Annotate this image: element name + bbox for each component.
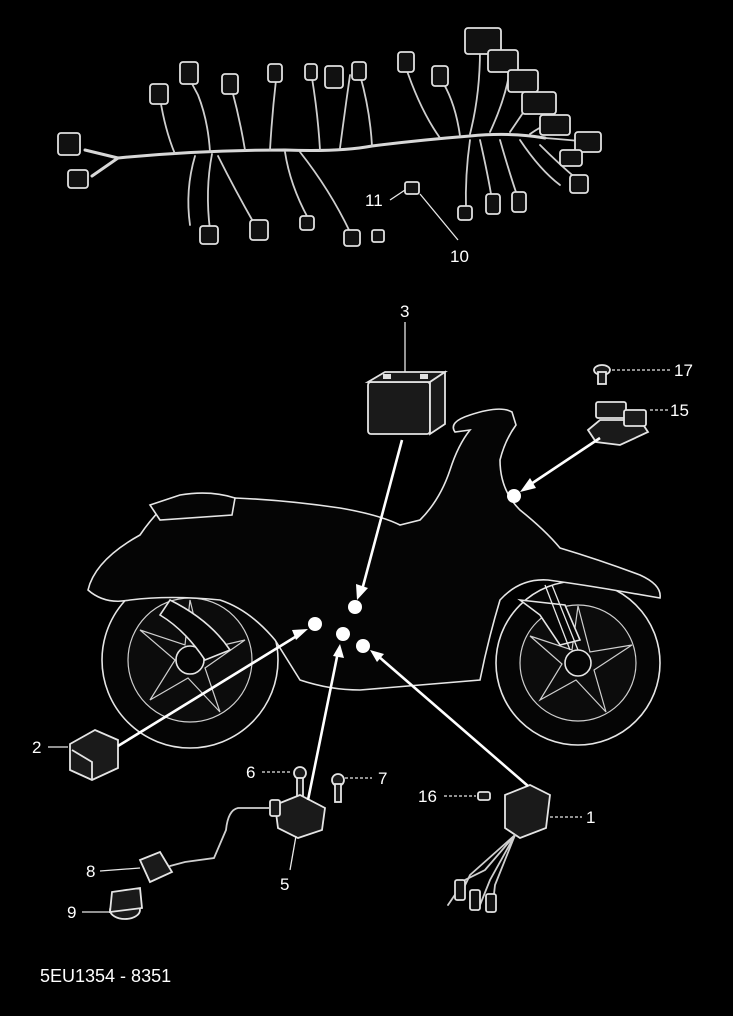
callout-6: 6 bbox=[246, 763, 255, 782]
bolt-part-6 bbox=[262, 766, 307, 797]
relay-part-2 bbox=[48, 728, 119, 781]
bracket-part-15 bbox=[586, 401, 668, 446]
plug-cap-part-9 bbox=[82, 886, 143, 920]
wire-harness bbox=[57, 27, 602, 247]
mount-dot-battery bbox=[348, 600, 362, 614]
mount-dot-cdi bbox=[356, 639, 370, 653]
cdi-unit-part-1 bbox=[447, 784, 582, 913]
callout-5: 5 bbox=[280, 875, 289, 894]
callout-11: 11 bbox=[365, 191, 383, 210]
callout-17: 17 bbox=[674, 361, 693, 380]
callout-15: 15 bbox=[670, 401, 689, 420]
screw-part-17 bbox=[593, 364, 670, 385]
callout-labels: 1 2 3 5 6 7 8 9 10 11 15 16 17 bbox=[32, 191, 693, 922]
assembly-arrows bbox=[117, 436, 601, 801]
mount-points bbox=[308, 489, 521, 653]
callout-3: 3 bbox=[400, 302, 409, 321]
mount-dot-relay bbox=[308, 617, 322, 631]
ignition-coil-part-5 bbox=[269, 794, 326, 871]
plug-lead-part-8 bbox=[99, 807, 271, 884]
callout-1: 1 bbox=[586, 808, 595, 827]
callout-8: 8 bbox=[86, 862, 95, 881]
callout-10: 10 bbox=[450, 247, 469, 266]
callout-2: 2 bbox=[32, 738, 41, 757]
diagram-reference-code: 5EU1354 - 8351 bbox=[40, 966, 171, 986]
scooter-silhouette bbox=[87, 408, 661, 749]
mount-dot-bracket bbox=[507, 489, 521, 503]
bolt-part-16 bbox=[444, 791, 491, 801]
callout-7: 7 bbox=[378, 769, 387, 788]
battery-part-3 bbox=[364, 322, 448, 436]
mount-dot-coil bbox=[336, 627, 350, 641]
callout-16: 16 bbox=[418, 787, 437, 806]
bolt-part-7 bbox=[331, 773, 372, 803]
callout-9: 9 bbox=[67, 903, 76, 922]
